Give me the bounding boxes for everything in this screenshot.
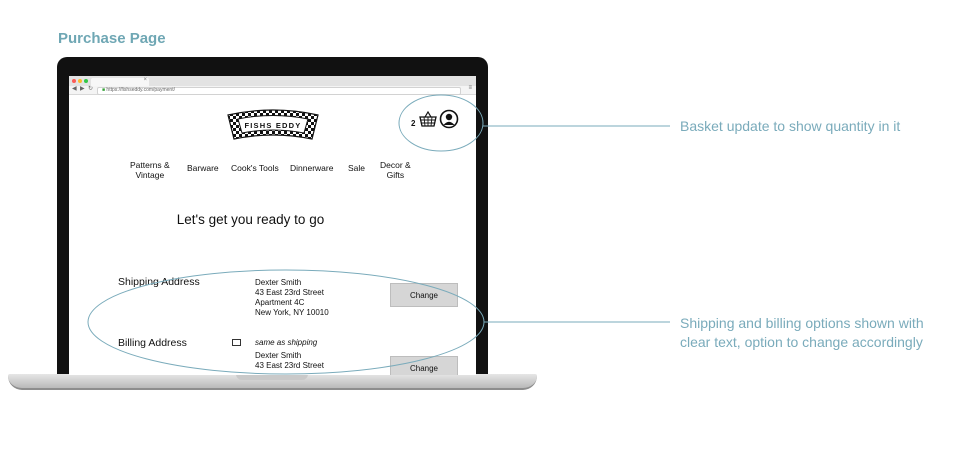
basket-annotation: Basket update to show quantity in it — [680, 118, 901, 134]
billing-address-line: Dexter Smith — [255, 351, 302, 360]
basket-callout-ellipse — [398, 94, 484, 152]
logo-text: FISHS EDDY — [244, 121, 301, 130]
browser-toolbar: ◀ ▶ ↻ ■ https://fishseddy.com/payment/ ≡ — [69, 85, 476, 95]
maximize-window-icon[interactable] — [84, 79, 88, 83]
shipping-address-line: Dexter Smith — [255, 278, 302, 287]
change-shipping-button[interactable]: Change — [390, 283, 458, 307]
nav-label: Barware — [187, 163, 219, 173]
shipping-address-line: 43 East 23rd Street — [255, 288, 324, 297]
nav-label: Vintage — [135, 170, 165, 180]
same-as-shipping-checkbox[interactable] — [232, 339, 241, 346]
lock-icon: ■ — [102, 87, 106, 93]
shipping-address-line: New York, NY 10010 — [255, 308, 329, 317]
billing-address-label: Billing Address — [118, 337, 187, 349]
nav-dinnerware[interactable]: Dinnerware — [290, 163, 333, 173]
laptop-base — [8, 374, 537, 390]
nav-label: Sale — [348, 163, 366, 173]
nav-label: Dinnerware — [290, 163, 334, 173]
page-title: Purchase Page — [58, 30, 166, 47]
url-text: https://fishseddy.com/payment/ — [106, 87, 175, 93]
close-window-icon[interactable] — [72, 79, 76, 83]
nav-label: Gifts — [386, 170, 405, 180]
change-billing-button[interactable]: Change — [390, 356, 458, 375]
forward-icon[interactable]: ▶ — [80, 86, 85, 92]
checkout-headline: Let's get you ready to go — [176, 212, 325, 227]
address-callout-ellipse — [87, 269, 485, 375]
address-annotation-line1: Shipping and billing options shown with — [680, 315, 924, 331]
address-annotation-line2: clear text, option to change accordingly — [680, 334, 923, 350]
nav-decor-gifts[interactable]: Decor & Gifts — [380, 160, 411, 180]
shipping-address-line: Apartment 4C — [255, 298, 305, 307]
minimize-window-icon[interactable] — [78, 79, 82, 83]
basket-icon[interactable] — [419, 110, 437, 132]
basket-count: 2 — [411, 119, 416, 128]
nav-label: Patterns & — [130, 160, 170, 170]
reload-icon[interactable]: ↻ — [88, 86, 94, 92]
close-tab-icon[interactable]: × — [143, 77, 147, 83]
fishs-eddy-logo[interactable]: FISHS EDDY — [224, 107, 322, 148]
nav-patterns-vintage[interactable]: Patterns & Vintage — [130, 160, 170, 180]
browser-tab[interactable]: × — [91, 77, 149, 86]
back-icon[interactable]: ◀ — [72, 86, 77, 92]
same-as-shipping-label: same as shipping — [255, 338, 318, 347]
billing-address-line: 43 East 23rd Street — [255, 361, 324, 370]
browser-menu-icon[interactable]: ≡ — [468, 85, 472, 91]
nav-cooks-tools[interactable]: Cook's Tools — [231, 163, 279, 173]
account-icon[interactable] — [439, 109, 459, 134]
address-bar[interactable]: ■ https://fishseddy.com/payment/ — [97, 87, 461, 95]
nav-barware[interactable]: Barware — [187, 163, 219, 173]
browser-window: × ◀ ▶ ↻ ■ https://fishseddy.com/payment/… — [69, 76, 476, 375]
nav-sale[interactable]: Sale — [348, 163, 365, 173]
laptop-notch — [236, 374, 308, 380]
nav-label: Decor & — [380, 160, 411, 170]
nav-label: Cook's Tools — [231, 163, 279, 173]
